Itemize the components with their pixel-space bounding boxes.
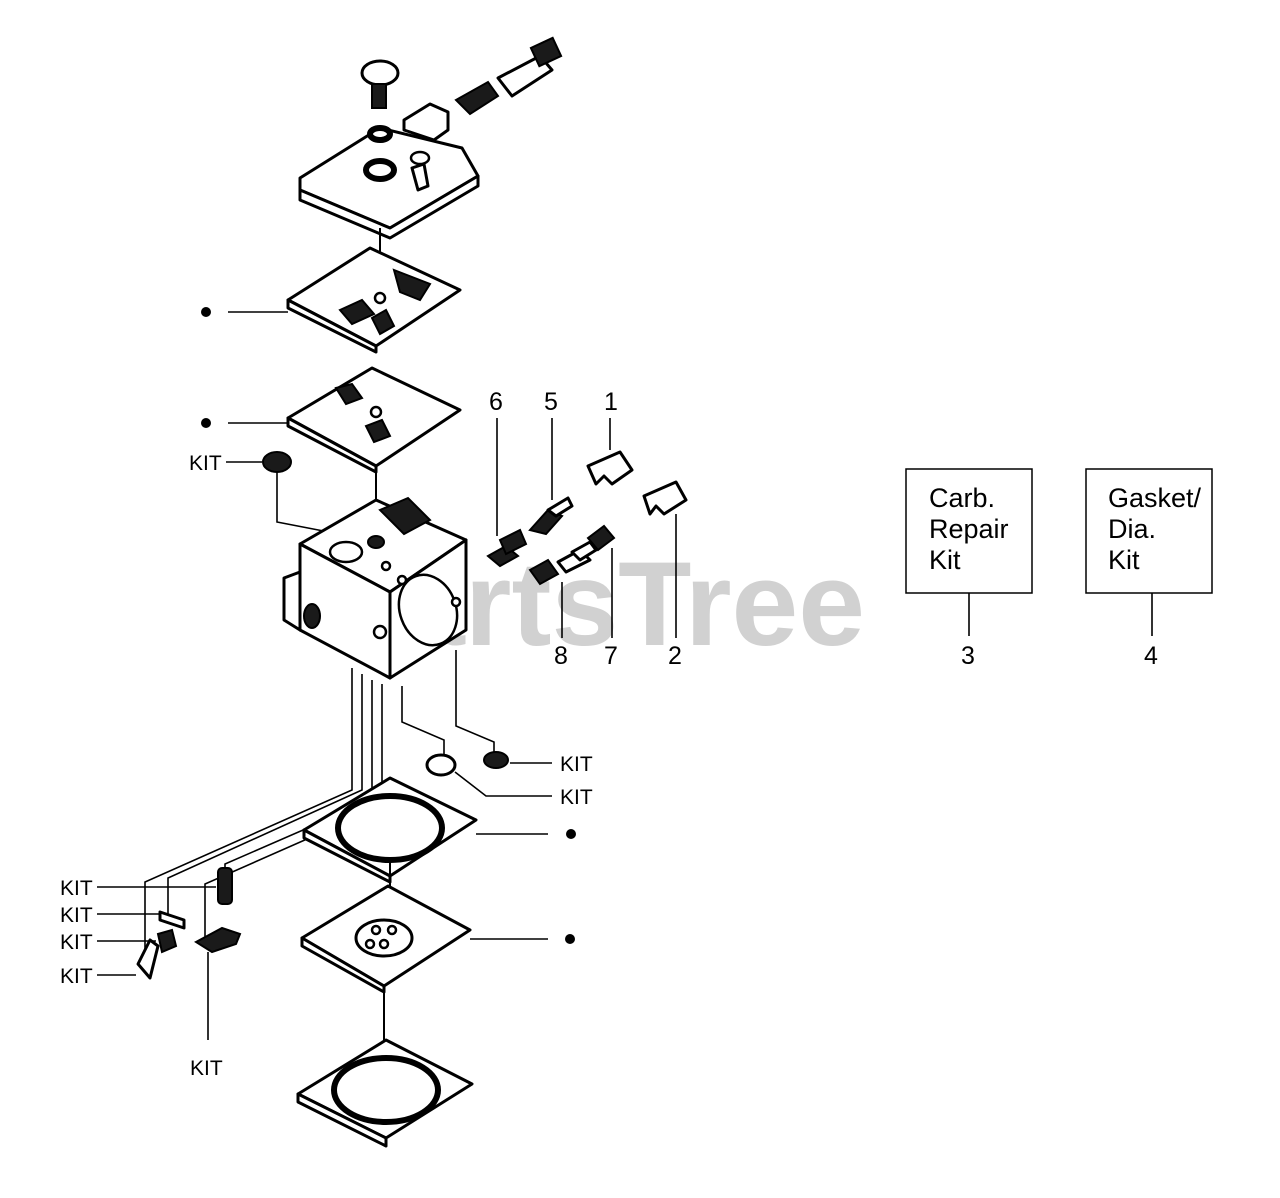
kit-label-spring: KIT [60, 877, 93, 900]
callout-4: 4 [1144, 642, 1158, 670]
callout-2: 2 [668, 642, 682, 670]
bullet-gasket-top [201, 307, 211, 317]
bullet-pump-gasket [566, 829, 576, 839]
metering-lever [194, 926, 242, 954]
part-5 [528, 496, 574, 536]
bullet-pump-diaphragm [565, 934, 575, 944]
bullet-diaphragm-top [201, 418, 211, 428]
pump-diaphragm [300, 884, 472, 994]
needle-valve-top [454, 36, 563, 116]
callout-1: 1 [604, 388, 618, 416]
carburetor-body [282, 496, 468, 680]
metering-spring [217, 867, 233, 905]
fitting-elbow [402, 102, 450, 142]
callout-7: 7 [604, 642, 618, 670]
fuel-screw [360, 59, 400, 143]
metering-diaphragm-top [286, 366, 462, 474]
callout-8: 8 [554, 642, 568, 670]
carb-repair-kit-line3: Kit [929, 545, 961, 575]
carb-repair-kit-line1: Carb. [929, 483, 995, 513]
inlet-needle [136, 938, 160, 980]
o-ring [425, 753, 457, 777]
callout-6: 6 [489, 388, 503, 416]
inlet-screen [262, 451, 292, 473]
gasket-dia-kit-box [1085, 468, 1213, 594]
carb-repair-kit-line2: Repair [929, 514, 1009, 544]
kit-label-check-valve: KIT [560, 753, 593, 776]
lever-pin [158, 910, 186, 930]
gasket-top [286, 246, 462, 354]
part-1 [586, 450, 634, 486]
callout-5: 5 [544, 388, 558, 416]
gasket-dia-kit-line3: Kit [1108, 545, 1140, 575]
kit-label-screw: KIT [60, 931, 93, 954]
lever-screw [156, 928, 178, 954]
callout-3: 3 [961, 642, 975, 670]
gasket-dia-kit-line2: Dia. [1108, 514, 1156, 544]
kit-label-screen: KIT [189, 452, 222, 475]
part-6 [486, 528, 528, 568]
part-7 [570, 524, 616, 562]
kit-label-o-ring: KIT [560, 786, 593, 809]
part-2 [642, 480, 688, 516]
kit-label-lever: KIT [190, 1057, 223, 1080]
gasket-dia-kit-line1: Gasket/ [1108, 483, 1202, 513]
kit-label-needle: KIT [60, 965, 93, 988]
kit-label-pin: KIT [60, 904, 93, 927]
pump-cover [298, 126, 480, 240]
pump-cover-lower [296, 1038, 474, 1148]
check-valve [483, 751, 509, 769]
pump-gasket-lower [302, 776, 478, 884]
